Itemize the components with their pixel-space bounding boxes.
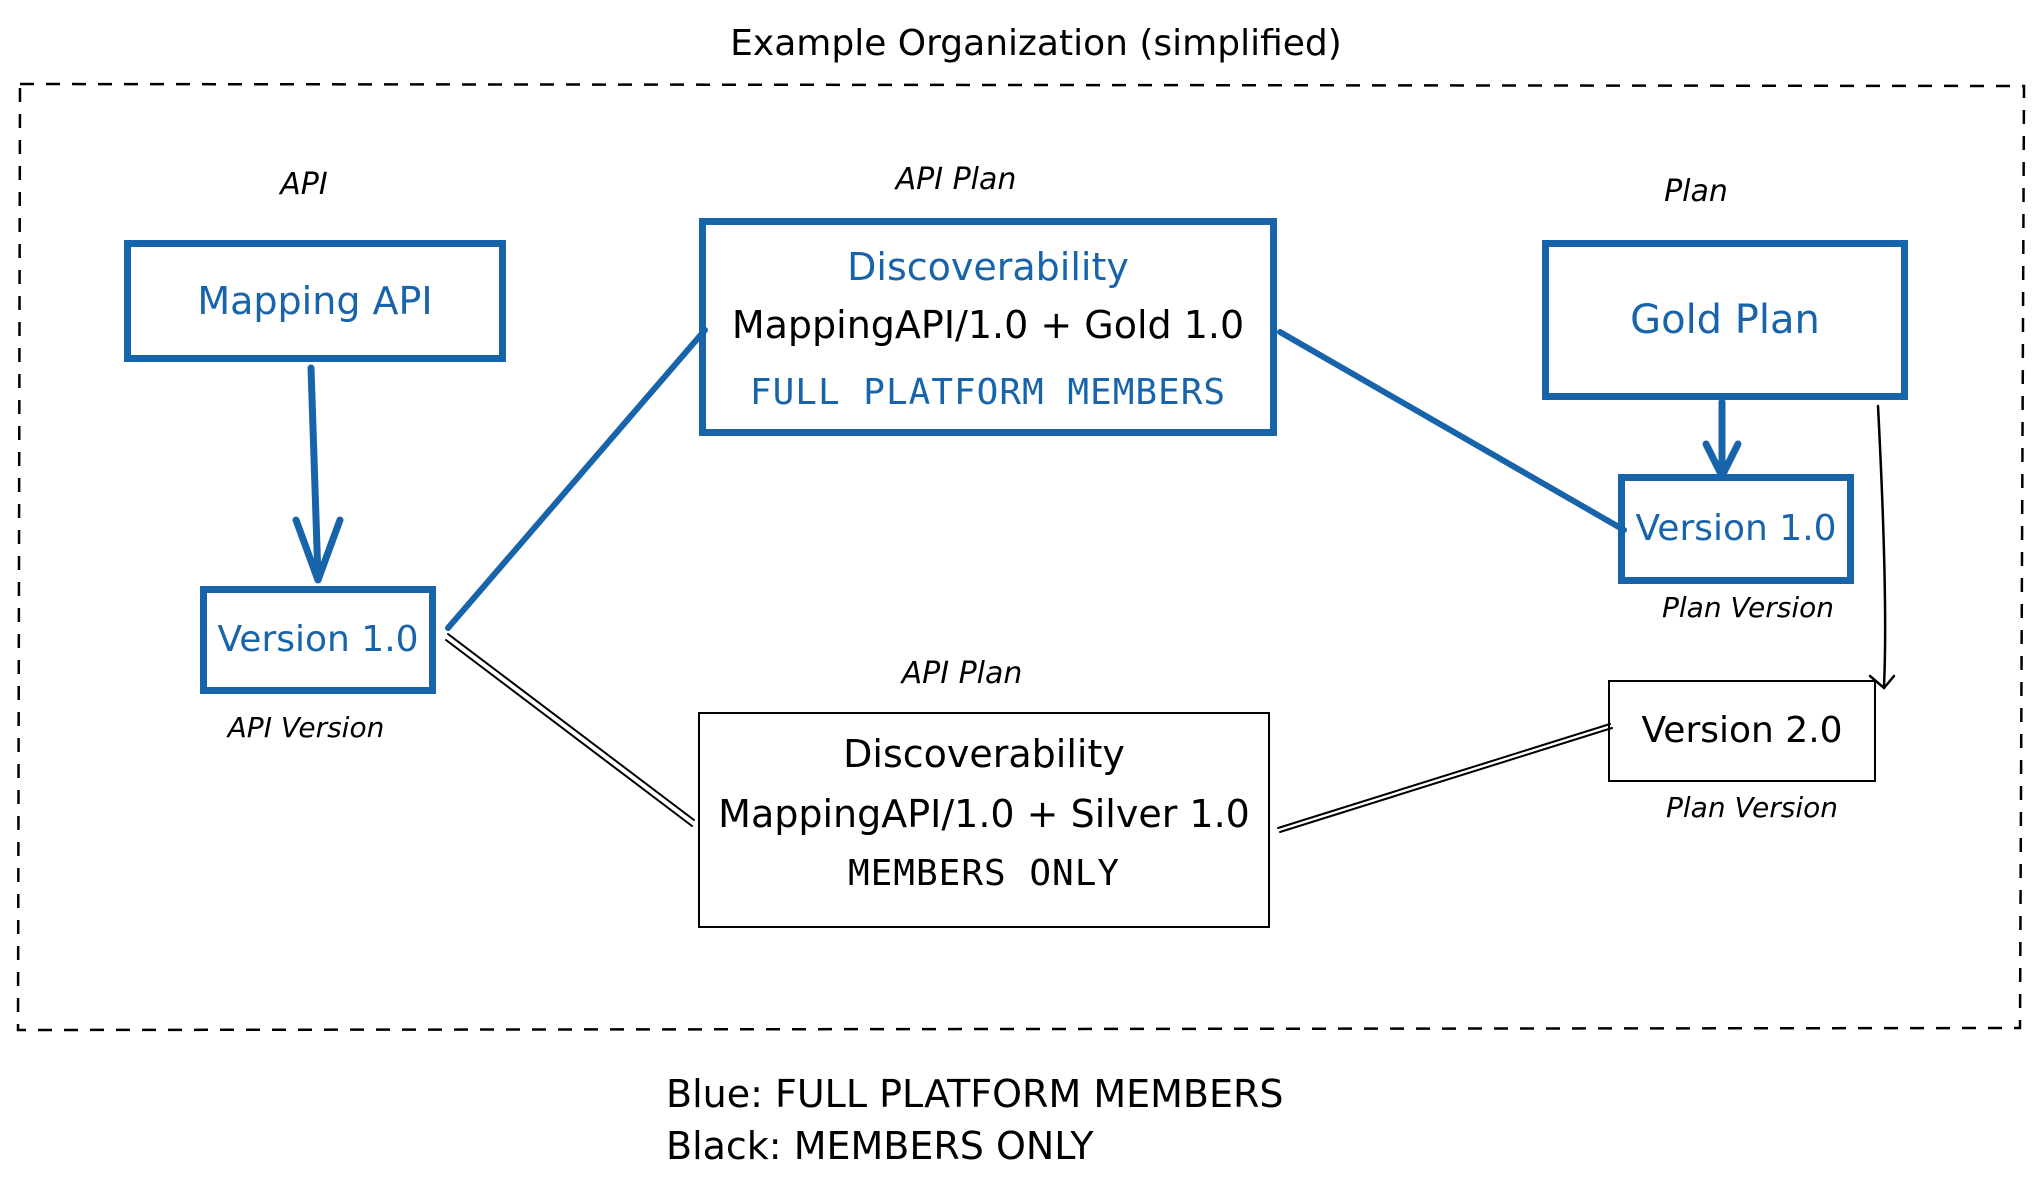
gold-api-plan-box[interactable]: Discoverability MappingAPI/1.0 + Gold 1.… xyxy=(699,218,1277,436)
silver-api-plan-to-plan-version2-link xyxy=(1277,723,1613,833)
gold-plan-box[interactable]: Gold Plan xyxy=(1542,240,1908,400)
organization-frame xyxy=(16,82,2026,1032)
silver-api-plan-category-label: API Plan xyxy=(901,656,1023,691)
silver-api-plan-audience: MEMBERS ONLY xyxy=(847,853,1121,894)
api-to-version-arrow-shaft xyxy=(307,364,322,582)
legend-blue: Blue: FULL PLATFORM MEMBERS xyxy=(666,1072,1284,1116)
plan-version-2-label: Version 2.0 xyxy=(1641,710,1843,751)
gold-api-plan-pair: MappingAPI/1.0 + Gold 1.0 xyxy=(731,303,1245,347)
api-to-version-arrow-head xyxy=(292,516,344,584)
plan-category-label: Plan xyxy=(1664,174,1728,209)
plan-version-2-box[interactable]: Version 2.0 xyxy=(1608,680,1876,782)
legend-black: Black: MEMBERS ONLY xyxy=(666,1124,1094,1168)
plan-version-1-label: Version 1.0 xyxy=(1635,508,1837,549)
gold-api-plan-to-plan-version1-link xyxy=(1277,329,1627,533)
plan-to-version2-arrow-shaft xyxy=(1876,404,1887,688)
plan-version-1-caption: Plan Version xyxy=(1662,591,1834,624)
api-category-label: API xyxy=(280,167,328,202)
api-version-to-silver-api-plan-link xyxy=(445,633,695,827)
gold-plan-label: Gold Plan xyxy=(1630,297,1820,343)
silver-api-plan-pair: MappingAPI/1.0 + Silver 1.0 xyxy=(718,792,1250,836)
gold-api-plan-category-label: API Plan xyxy=(895,162,1017,197)
plan-version-1-box[interactable]: Version 1.0 xyxy=(1618,474,1854,584)
plan-version-2-caption: Plan Version xyxy=(1666,791,1838,824)
silver-api-plan-discoverability: Discoverability xyxy=(843,732,1125,776)
api-version-to-gold-api-plan-link xyxy=(445,327,708,631)
api-version-box[interactable]: Version 1.0 xyxy=(200,586,436,694)
api-version-caption: API Version xyxy=(227,711,385,744)
diagram-title: Example Organization (simplified) xyxy=(730,23,1342,64)
api-version-label: Version 1.0 xyxy=(217,619,419,660)
mapping-api-label: Mapping API xyxy=(197,279,433,323)
silver-api-plan-box[interactable]: Discoverability MappingAPI/1.0 + Silver … xyxy=(698,712,1270,928)
gold-api-plan-audience: FULL PLATFORM MEMBERS xyxy=(749,372,1227,413)
gold-api-plan-discoverability: Discoverability xyxy=(847,245,1129,289)
mapping-api-box[interactable]: Mapping API xyxy=(124,240,506,362)
